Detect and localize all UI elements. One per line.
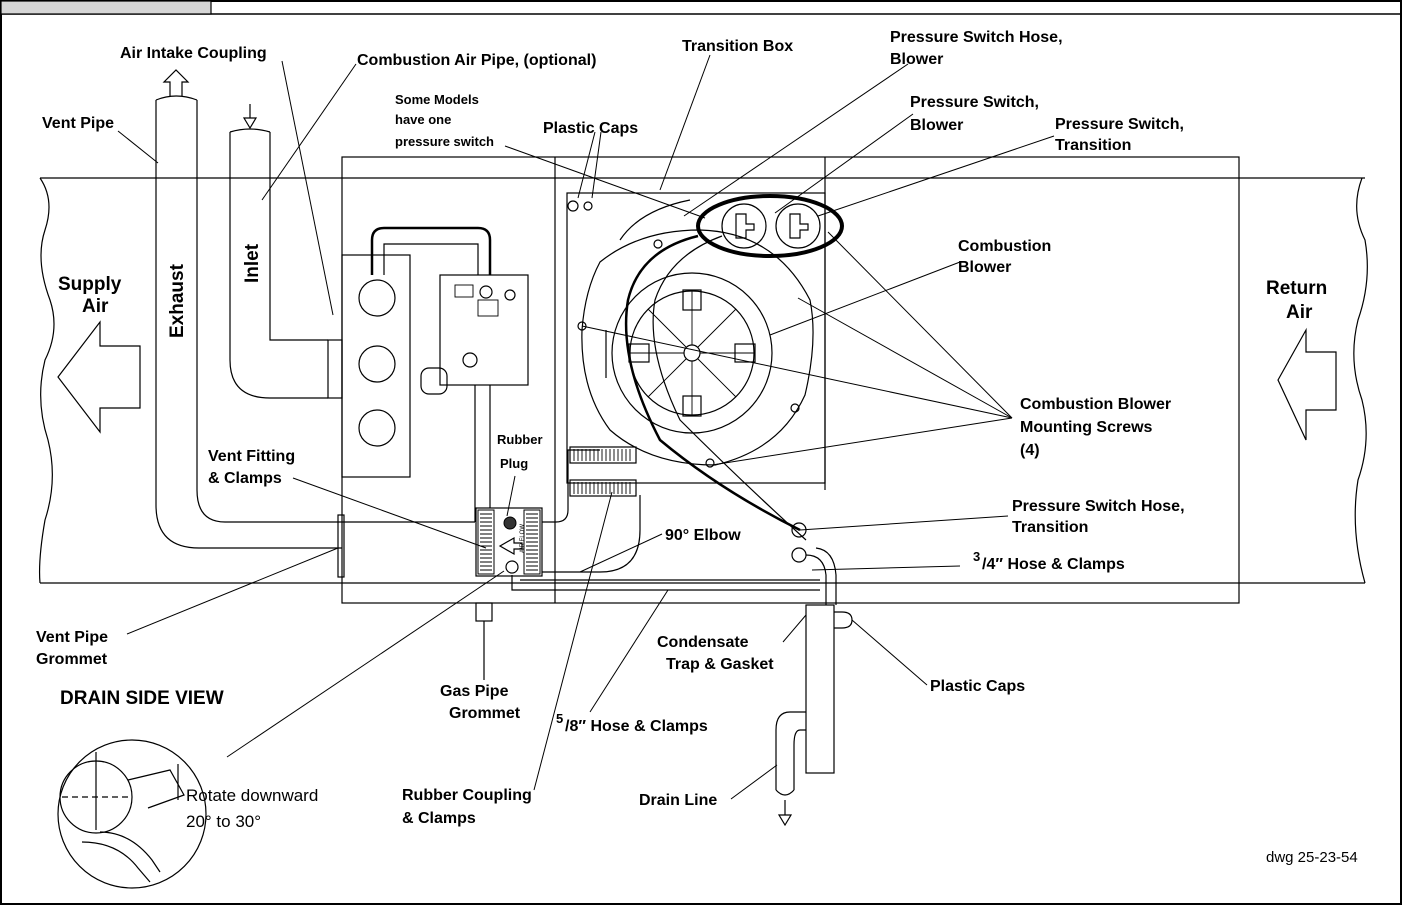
label-drain-line: Drain Line [639,792,717,809]
label-pressure-switch-hose-transition-2: Transition [1012,519,1088,536]
label-condensate-trap-1: Condensate [657,634,749,651]
label-vent-pipe-grommet-1: Vent Pipe [36,629,108,646]
drain-side-view [57,739,207,889]
label-dwg-number: dwg 25-23-54 [1266,849,1358,866]
label-rotate-1: Rotate downward [186,786,318,805]
airflow-arrows [57,320,1337,441]
label-rubber-coupling-2: & Clamps [402,810,476,827]
grommets [337,514,493,680]
label-blower-screws-3: (4) [1020,442,1040,459]
labels: Air Intake Coupling Combustion Air Pipe,… [36,29,1358,866]
label-rotate-2: 20° to 30° [186,812,261,831]
label-vent-fitting-2: & Clamps [208,470,282,487]
label-hose-58-den: /8″ Hose & Clamps [565,718,708,735]
label-pressure-switch-hose-transition-1: Pressure Switch Hose, [1012,498,1185,515]
label-plastic-caps-bottom: Plastic Caps [930,678,1025,695]
exhaust-pipe [155,69,475,549]
label-gas-pipe-grommet-1: Gas Pipe [440,683,509,700]
label-return-air-1: Return [1266,278,1327,299]
label-combustion-blower-1: Combustion [958,238,1051,255]
label-supply-air-1: Supply [58,274,122,295]
label-pressure-switch-hose-blower-2: Blower [890,51,943,68]
label-rubber-plug-2: Plug [500,456,528,471]
label-combustion-air-pipe: Combustion Air Pipe, (optional) [357,52,596,69]
label-transition-box: Transition Box [682,38,793,55]
label-plastic-caps-top: Plastic Caps [543,120,638,137]
pressure-switches [696,194,844,258]
label-pressure-switch-transition-1: Pressure Switch, [1055,116,1184,133]
label-rubber-coupling-1: Rubber Coupling [402,787,532,804]
label-exhaust: Exhaust [167,263,188,338]
label-hose-58-num: 5 [556,711,563,726]
pressure-hoses [619,199,807,541]
leader-lines [117,54,1055,800]
gas-manifold [341,226,529,522]
label-pressure-switch-blower-2: Blower [910,117,963,134]
label-vent-pipe: Vent Pipe [42,115,114,132]
label-combustion-blower-2: Blower [958,259,1011,276]
label-some-models-2: have one [395,112,451,127]
label-air-intake-coupling: Air Intake Coupling [120,45,267,62]
label-hose-34-den: /4″ Hose & Clamps [982,556,1125,573]
label-supply-air-2: Air [82,296,109,317]
label-some-models-1: Some Models [395,92,479,107]
condensate-trap [511,522,853,827]
label-blower-screws-1: Combustion Blower [1020,396,1171,413]
label-vent-fitting-1: Vent Fitting [208,448,295,465]
label-condensate-trap-2: Trap & Gasket [666,656,774,673]
airflow-tag: AIR FLOW [520,524,526,553]
label-drain-side-view: DRAIN SIDE VIEW [60,688,224,709]
label-pressure-switch-hose-blower-1: Pressure Switch Hose, [890,29,1063,46]
inlet-pipe [229,104,343,399]
label-vent-pipe-grommet-2: Grommet [36,651,108,668]
label-elbow: 90° Elbow [665,527,741,544]
label-pressure-switch-transition-2: Transition [1055,137,1131,154]
label-return-air-2: Air [1286,302,1313,323]
label-some-models-3: pressure switch [395,134,494,149]
label-inlet: Inlet [242,243,263,283]
duct-walls [38,177,1368,584]
label-rubber-plug-1: Rubber [497,432,543,447]
combustion-blower [577,229,814,468]
label-gas-pipe-grommet-2: Grommet [449,705,521,722]
label-hose-34-num: 3 [973,549,980,564]
label-pressure-switch-blower-1: Pressure Switch, [910,94,1039,111]
label-blower-screws-2: Mounting Screws [1020,419,1153,436]
